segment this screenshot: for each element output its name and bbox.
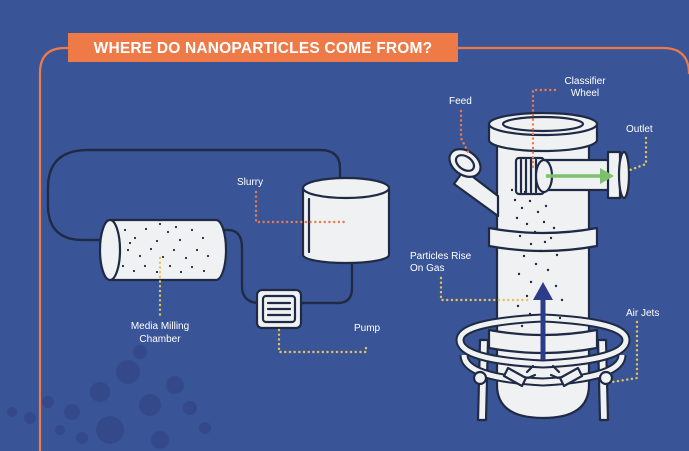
frame-line-right [458, 46, 689, 75]
label-particles-line2: On Gas [410, 263, 444, 274]
rising-particles [510, 188, 564, 328]
classifier-wheel [514, 156, 554, 196]
air-jet-classifier [448, 111, 631, 422]
label-classifier-line2: Wheel [571, 88, 599, 99]
leader-air-jets [610, 320, 639, 384]
decorative-dots [7, 345, 211, 449]
outflow-arrow-head [600, 168, 614, 184]
leader-outlet [628, 136, 648, 172]
media-milling-chamber [98, 218, 228, 282]
label-feed: Feed [449, 96, 472, 107]
label-outlet: Outlet [626, 124, 653, 135]
chamber-particles [121, 222, 210, 274]
leader-feed [459, 109, 470, 154]
air-jet-nozzles [472, 364, 614, 388]
leader-slurry [254, 190, 347, 224]
label-pump: Pump [354, 323, 381, 334]
label-media-milling-line2: Chamber [139, 334, 181, 345]
label-slurry: Slurry [237, 177, 263, 188]
slurry-tank [301, 176, 391, 265]
milling-system [46, 148, 391, 330]
frame-line-left [38, 46, 68, 451]
page-title: WHERE DO NANOPARTICLES COME FROM? [94, 40, 433, 57]
label-particles-line1: Particles Rise [410, 251, 472, 262]
leader-pump [277, 328, 368, 354]
label-air-jets: Air Jets [626, 308, 659, 319]
label-classifier-line1: Classifier [564, 76, 606, 87]
feed-inlet [448, 148, 500, 218]
gas-arrow-head [533, 282, 553, 300]
leader-lines [158, 88, 648, 384]
title-banner [68, 33, 458, 62]
label-media-milling-line1: Media Milling [131, 321, 189, 332]
pump [255, 288, 303, 330]
leader-classifier [531, 88, 557, 172]
